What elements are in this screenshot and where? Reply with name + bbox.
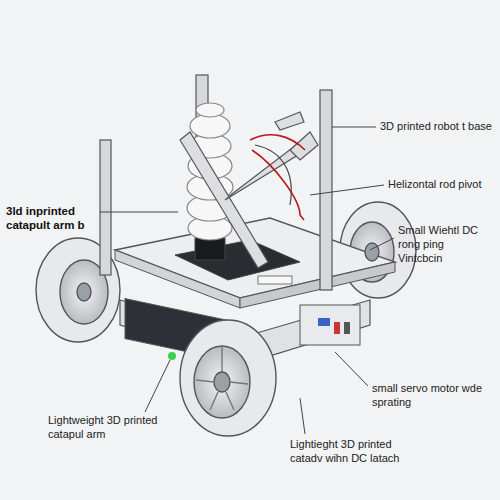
wire (250, 135, 305, 220)
callout-label: 3D printed robot t base (380, 120, 492, 134)
callout-label: 3ld inprinted catapult arm b (6, 204, 100, 233)
callout-label: Lightieght 3D printed catadv wihn DC lat… (290, 438, 422, 466)
callout-label: Helizontal rod pivot (388, 178, 482, 192)
leader-line (100, 127, 394, 434)
pole (320, 90, 332, 290)
catapult-arm (180, 112, 318, 268)
callout-label: small servo motor wde sprating (372, 382, 492, 410)
wheel (77, 243, 379, 436)
callout-label: Small Wiehtl DC rong ping Vintcbcin (398, 224, 480, 265)
servo-motor (300, 305, 360, 345)
board (175, 240, 300, 280)
callout-label: Lightweight 3D printed catapul arm (48, 414, 178, 442)
